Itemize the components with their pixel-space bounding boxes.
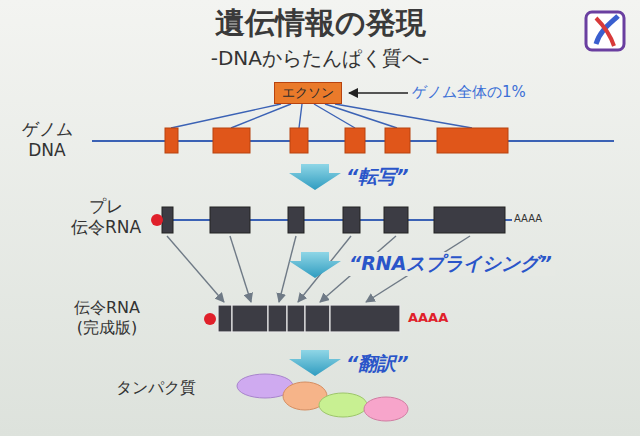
step-label: “転写”: [346, 165, 408, 189]
exon-blocks: [165, 128, 508, 153]
exon-box: エクソン: [274, 82, 342, 104]
row-label: ゲノム DNA: [8, 119, 86, 162]
process-arrow: [289, 350, 341, 376]
box-label: エクソン: [282, 85, 334, 100]
row-label: 伝令RNA (完成版): [52, 298, 162, 338]
row-label: プレ 伝令RNA: [60, 196, 152, 239]
cap-dot: [204, 313, 216, 325]
protein-beads: [237, 374, 408, 421]
slide-title: 遺伝情報の発現: [0, 4, 640, 42]
row-label: タンパク質: [116, 378, 196, 398]
step-label: “翻訳”: [346, 352, 408, 376]
polya-tail: AAAA: [408, 310, 448, 326]
logo: [586, 12, 624, 50]
annotation: ゲノム全体の1%: [412, 83, 526, 102]
subtitle: -DNAからたんぱく質へ-: [120, 46, 520, 71]
pre-mrna-exons: [162, 207, 505, 233]
polya-tail: AAAA: [514, 213, 542, 226]
cap-dot: [151, 214, 163, 226]
pointer-arrow: [349, 92, 408, 94]
step-label: “RNAスプライシング”: [346, 252, 555, 276]
process-arrow: [289, 252, 341, 278]
process-arrow: [289, 164, 341, 190]
mrna-segments: [218, 305, 400, 332]
exon-leader-lines: [171, 104, 472, 128]
